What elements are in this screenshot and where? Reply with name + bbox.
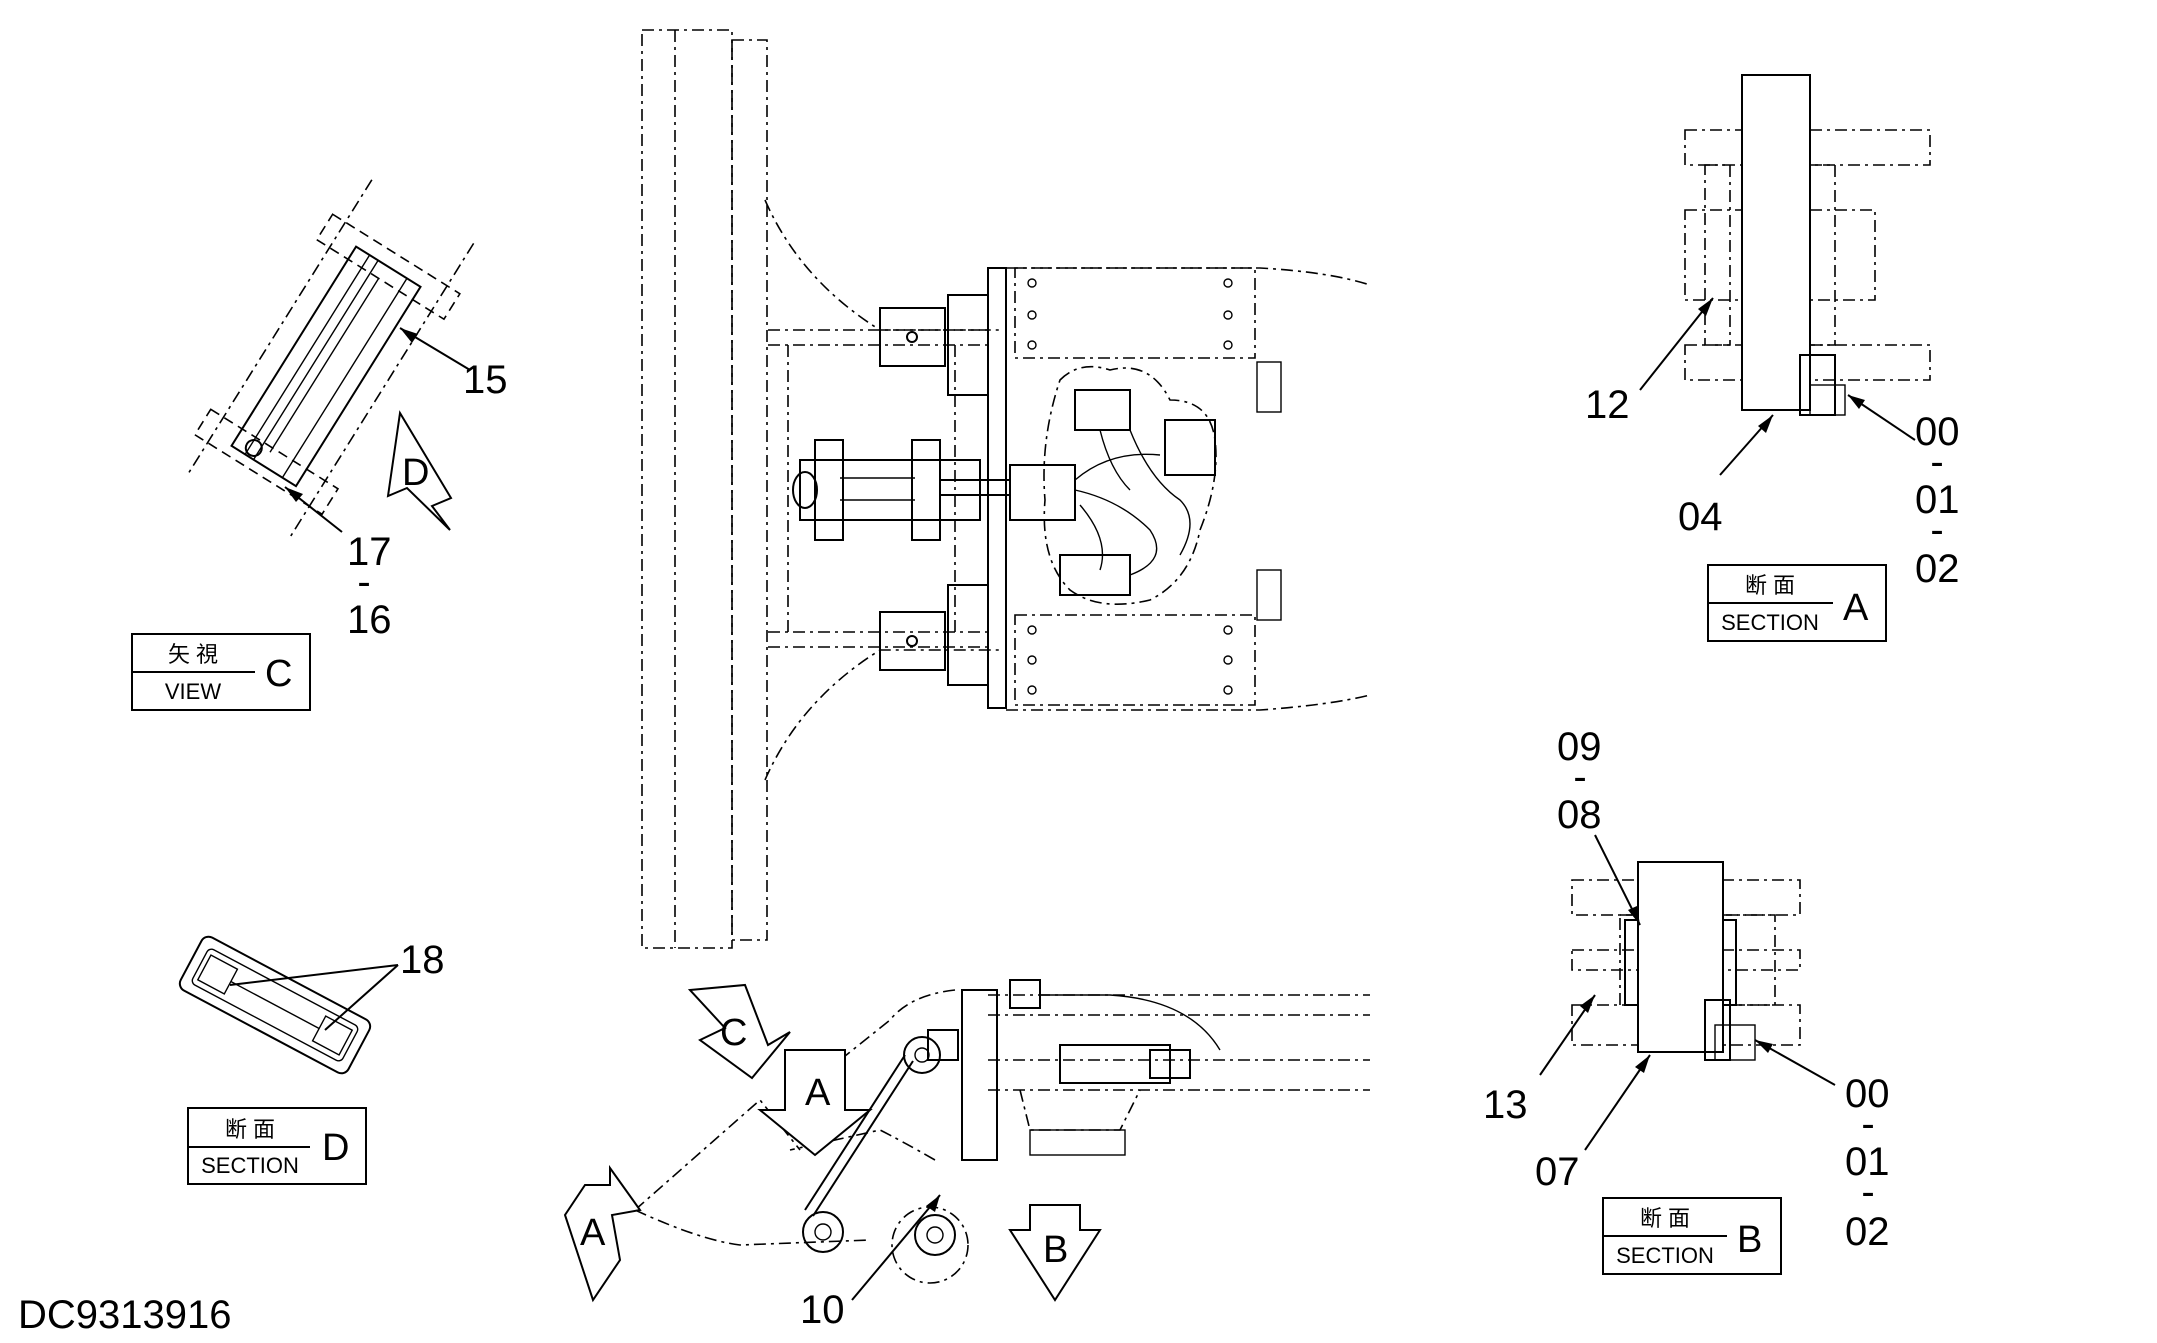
section-b-label-top: 断 面 [1640,1206,1690,1231]
view-c-label-bottom: VIEW [165,679,221,704]
view-c-label-letter: C [265,653,292,695]
view-arrow-d: D [386,410,453,531]
callout-a-sep1: - [1930,440,1943,484]
callout-13: 13 [1483,1083,1528,1127]
section-d-label-letter: D [322,1127,349,1169]
svg-text:C: C [720,1012,747,1054]
callout-a-01: 01 [1915,478,1960,522]
callout-09: 09 [1557,725,1602,769]
callout-b-01: 01 [1845,1140,1890,1184]
callout-04: 04 [1678,495,1723,539]
svg-text:A: A [805,1072,831,1114]
drawing-id: DC9313916 [18,1293,232,1337]
leader-12 [1639,297,1714,391]
section-a-label-top: 断 面 [1745,573,1795,598]
section-a-label-letter: A [1843,587,1869,629]
view-arrow-a-bottom: A [563,1164,642,1303]
view-c-label: 矢 視 VIEW C [131,633,311,711]
callout-b-00: 00 [1845,1072,1890,1116]
view-c-label-top: 矢 視 [168,642,218,667]
callout-a-sep2: - [1930,508,1943,552]
view-arrow-a-top: A [757,1049,873,1157]
view-arrow-c: C [687,983,791,1080]
callout-a-00: 00 [1915,410,1960,454]
section-b-drawing [1571,861,1801,1061]
side-view-drawing [634,979,1370,1284]
section-d-label-top: 断 面 [225,1117,275,1142]
callout-08: 08 [1557,793,1602,837]
leader-18a [229,964,399,986]
section-b-label-bottom: SECTION [1616,1243,1714,1268]
callout-a-02: 02 [1915,547,1960,591]
section-a-label-bottom: SECTION [1721,610,1819,635]
callout-07: 07 [1535,1150,1580,1194]
section-a-drawing [1684,74,1931,416]
callout-17: 17 [347,530,392,574]
callout-b-sep2: - [1861,1170,1874,1214]
view-arrow-b: B [1008,1204,1102,1302]
section-b-label-letter: B [1737,1219,1762,1261]
callout-b-sep1: - [1861,1102,1874,1146]
callout-10: 10 [800,1288,845,1332]
callout-b-02: 02 [1845,1210,1890,1254]
callout-15: 15 [463,358,508,402]
svg-text:A: A [580,1212,606,1254]
section-d-label-bottom: SECTION [201,1153,299,1178]
leader-10 [851,1194,941,1301]
section-a-label: 断 面 SECTION A [1707,564,1887,642]
leader-07 [1584,1054,1651,1151]
callout-18: 18 [400,938,445,982]
section-b-label: 断 面 SECTION B [1602,1197,1782,1275]
main-top-view-drawing [641,29,1371,949]
callout-16: 16 [347,598,392,642]
callout-12: 12 [1585,383,1630,427]
section-d-label: 断 面 SECTION D [187,1107,367,1185]
svg-text:D: D [402,452,429,494]
callout-b-sep0: - [1573,755,1586,799]
svg-text:B: B [1043,1229,1068,1271]
callout-17-separator: - [357,560,370,604]
leader-18b [324,964,399,1031]
section-d-bracket-drawing [178,935,372,1075]
